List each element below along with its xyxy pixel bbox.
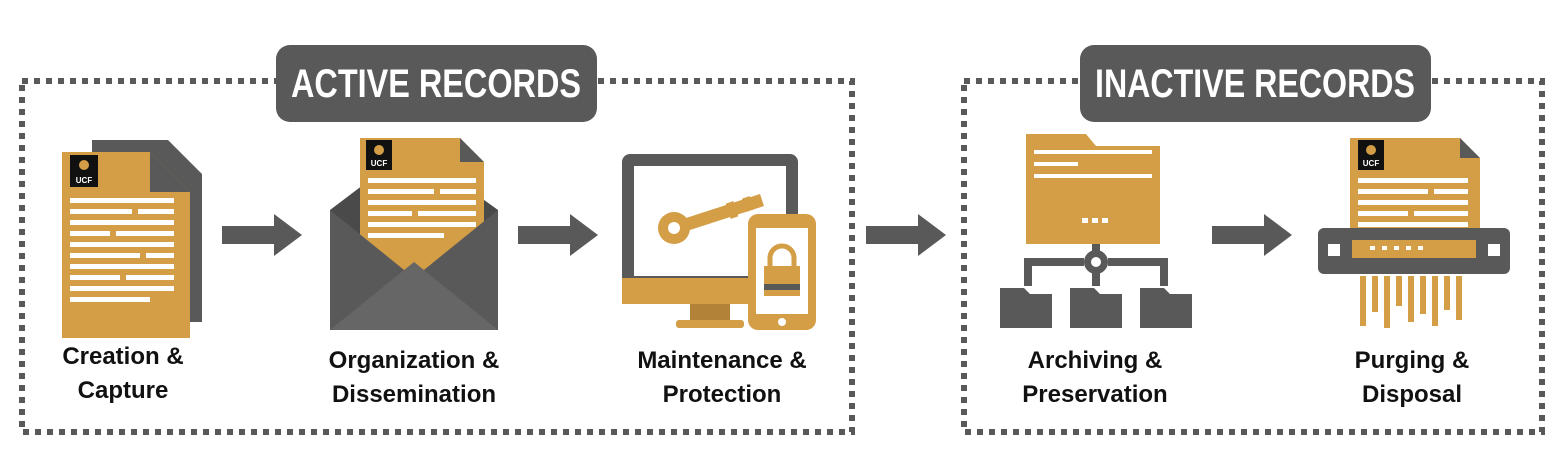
- document-icon: UCF: [62, 140, 202, 338]
- stage-4-line1: Archiving &: [1028, 347, 1163, 374]
- inactive-records-title: INACTIVE RECORDS: [1095, 62, 1415, 106]
- stage-label-purging: Purging & Disposal: [1355, 347, 1470, 408]
- ucf-logo-text: UCF: [76, 176, 93, 185]
- lock-icon: [764, 243, 800, 296]
- active-records-header: ACTIVE RECORDS: [276, 45, 597, 122]
- arrow-4-icon: [1212, 214, 1292, 256]
- stage-1-line2: Capture: [78, 377, 169, 404]
- ucf-logo-text: UCF: [371, 159, 388, 168]
- arrow-1-icon: [222, 214, 302, 256]
- stage-4-line2: Preservation: [1022, 381, 1167, 408]
- stage-5-line1: Purging &: [1355, 347, 1470, 374]
- active-records-title: ACTIVE RECORDS: [291, 62, 581, 106]
- stage-5-line2: Disposal: [1362, 381, 1462, 408]
- ucf-logo-icon: UCF: [70, 155, 98, 187]
- stage-label-archiving: Archiving & Preservation: [1022, 347, 1167, 408]
- stage-2-line2: Dissemination: [332, 381, 496, 408]
- stage-1-line1: Creation &: [62, 343, 183, 370]
- ucf-logo-icon: UCF: [366, 140, 392, 170]
- stage-3-line1: Maintenance &: [637, 347, 806, 374]
- stage-label-maintenance: Maintenance & Protection: [637, 347, 806, 408]
- stage-3-line2: Protection: [663, 381, 782, 408]
- active-records-box: [19, 78, 855, 435]
- folder-network-icon: [1000, 134, 1192, 328]
- stage-2-line1: Organization &: [329, 347, 500, 374]
- arrow-3-icon: [866, 214, 946, 256]
- envelope-document-icon: UCF: [330, 138, 498, 330]
- inactive-records-header: INACTIVE RECORDS: [1080, 45, 1431, 122]
- key-icon: [658, 194, 764, 244]
- stage-label-creation: Creation & Capture: [62, 343, 183, 404]
- ucf-logo-icon: UCF: [1358, 140, 1384, 170]
- arrow-2-icon: [518, 214, 598, 256]
- monitor-key-phone-lock-icon: [622, 154, 816, 330]
- shredder-document-icon: UCF: [1318, 138, 1510, 328]
- stage-label-organization: Organization & Dissemination: [329, 347, 500, 408]
- ucf-logo-text: UCF: [1363, 159, 1380, 168]
